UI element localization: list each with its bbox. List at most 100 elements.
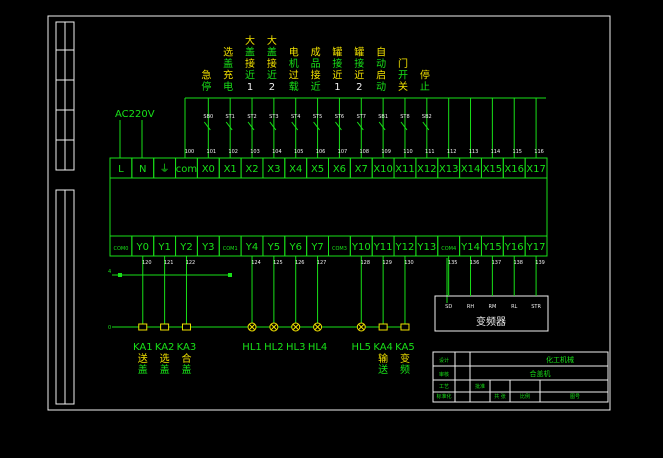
- input-terminal-label: X12: [417, 164, 437, 175]
- input-terminal-label: X1: [224, 164, 237, 175]
- title-block: [432, 351, 609, 403]
- output-wire-number: 120: [142, 260, 152, 266]
- lamp-cross: [248, 323, 256, 331]
- bus-label-0: 0: [108, 325, 111, 331]
- header-label-char: 近: [311, 80, 321, 93]
- title-block-cells: 设计审核工艺标准化批准共 张比例图号: [436, 357, 580, 400]
- load-code: KA4: [373, 342, 393, 353]
- input-wire-number: 107: [338, 149, 348, 155]
- plc-body: [109, 177, 548, 237]
- header-label-char: 接: [267, 57, 277, 70]
- output-wiring: [112, 256, 408, 328]
- load-code: KA2: [155, 342, 175, 353]
- output-terminal-label: Y15: [482, 242, 502, 253]
- supply-label: AC220V: [115, 109, 155, 120]
- header-label-char: 大: [245, 34, 255, 47]
- load-desc-char: 输: [378, 352, 388, 365]
- input-terminal-label: X14: [461, 164, 481, 175]
- header-label-char: 盖: [245, 46, 255, 59]
- switch-label: ST5: [313, 114, 322, 120]
- input-wire-number: 106: [316, 149, 326, 155]
- switch-label: ST7: [357, 114, 366, 120]
- header-label-char: 罐: [332, 46, 342, 59]
- relay-coil-symbol: [138, 323, 148, 331]
- input-wire-number: 100: [185, 149, 195, 155]
- output-terminal-label: Y4: [245, 242, 258, 253]
- input-wire-number: 104: [272, 149, 282, 155]
- title-block-cell: 审核: [439, 371, 449, 378]
- output-wire-number: 126: [295, 260, 305, 266]
- inverter-terminal: RL: [511, 304, 517, 310]
- output-wire-number: 127: [317, 260, 327, 266]
- output-wire-number: 124: [251, 260, 261, 266]
- input-wire-number: 105: [294, 149, 304, 155]
- input-wire-number: 113: [469, 149, 479, 155]
- switch-label: SB2: [422, 114, 432, 120]
- input-wire-number: 114: [491, 149, 501, 155]
- output-wire-number: 138: [513, 260, 523, 266]
- switch-contact: [203, 121, 211, 131]
- header-label-char: 近: [245, 69, 255, 82]
- lamp-cross: [314, 323, 321, 331]
- output-terminal-label: Y0: [136, 242, 149, 253]
- switch-label: SB0: [203, 114, 213, 120]
- switch-contact: [378, 121, 386, 131]
- header-label-char: 盖: [223, 57, 233, 70]
- output-terminal-label: Y5: [267, 242, 280, 253]
- header-label-char: 接: [311, 69, 321, 82]
- lamp-cross: [270, 323, 278, 331]
- title-block-cell: 共 张: [494, 393, 506, 400]
- output-terminal-label: Y7: [310, 242, 323, 253]
- load-code: HL1: [242, 342, 261, 353]
- input-wire-number: 108: [360, 149, 370, 155]
- header-label-char: 近: [267, 69, 277, 82]
- inverter-label: 变频器: [476, 315, 506, 328]
- header-label-char: 接: [332, 57, 342, 70]
- relay-coil-symbol: [378, 323, 388, 331]
- header-label-char: 选: [223, 46, 233, 59]
- input-terminal-label: X17: [526, 164, 546, 175]
- input-wire-number: 102: [228, 149, 238, 155]
- input-terminal-label: X13: [439, 164, 459, 175]
- output-terminal-label: Y13: [416, 242, 436, 253]
- title-block-cell: 设计: [439, 357, 449, 364]
- input-terminal-label: X16: [504, 164, 524, 175]
- switch-contact: [335, 121, 342, 131]
- input-terminal-label: X3: [267, 164, 280, 175]
- switch-contact: [356, 121, 364, 131]
- inverter-terminal: RH: [467, 304, 474, 310]
- header-label-char: 电: [223, 80, 233, 93]
- lamp-cross: [357, 323, 365, 331]
- output-wire-number: 125: [273, 260, 283, 266]
- input-wire-number: 109: [381, 149, 391, 155]
- input-terminal-label: ⏚: [160, 163, 170, 175]
- header-label-char: 自: [376, 46, 386, 59]
- header-label-char: 启: [376, 69, 386, 82]
- load-desc-char: 盖: [181, 363, 191, 376]
- header-label-char: 大: [267, 34, 277, 47]
- header-label-char: 罐: [354, 46, 364, 59]
- switch-contact: [247, 121, 255, 131]
- header-label-char: 盖: [267, 46, 277, 59]
- output-wire-number: 139: [535, 260, 545, 266]
- header-label-char: 开: [398, 71, 408, 82]
- switch-label: ST4: [291, 114, 300, 120]
- input-wire-number: 112: [447, 149, 457, 155]
- header-label-char: 载: [289, 81, 299, 93]
- inverter-box: [434, 295, 549, 332]
- header-label-char: 近: [332, 69, 342, 82]
- input-terminal-label: N: [139, 164, 146, 175]
- title-block-cell: 批准: [475, 383, 485, 390]
- input-wire-number: 101: [207, 149, 217, 155]
- load-desc-char: 送: [138, 352, 148, 365]
- output-terminal-label: Y6: [288, 242, 301, 253]
- output-terminal-label: Y2: [179, 242, 192, 253]
- inverter-terminal: SD: [445, 304, 452, 310]
- header-label-char: 近: [354, 69, 364, 82]
- input-wire-number: 116: [534, 149, 544, 155]
- input-terminal-label: X11: [395, 164, 415, 175]
- output-terminal-label: Y17: [526, 242, 546, 253]
- load-code: HL5: [352, 342, 371, 353]
- header-label-char: 2: [269, 82, 275, 93]
